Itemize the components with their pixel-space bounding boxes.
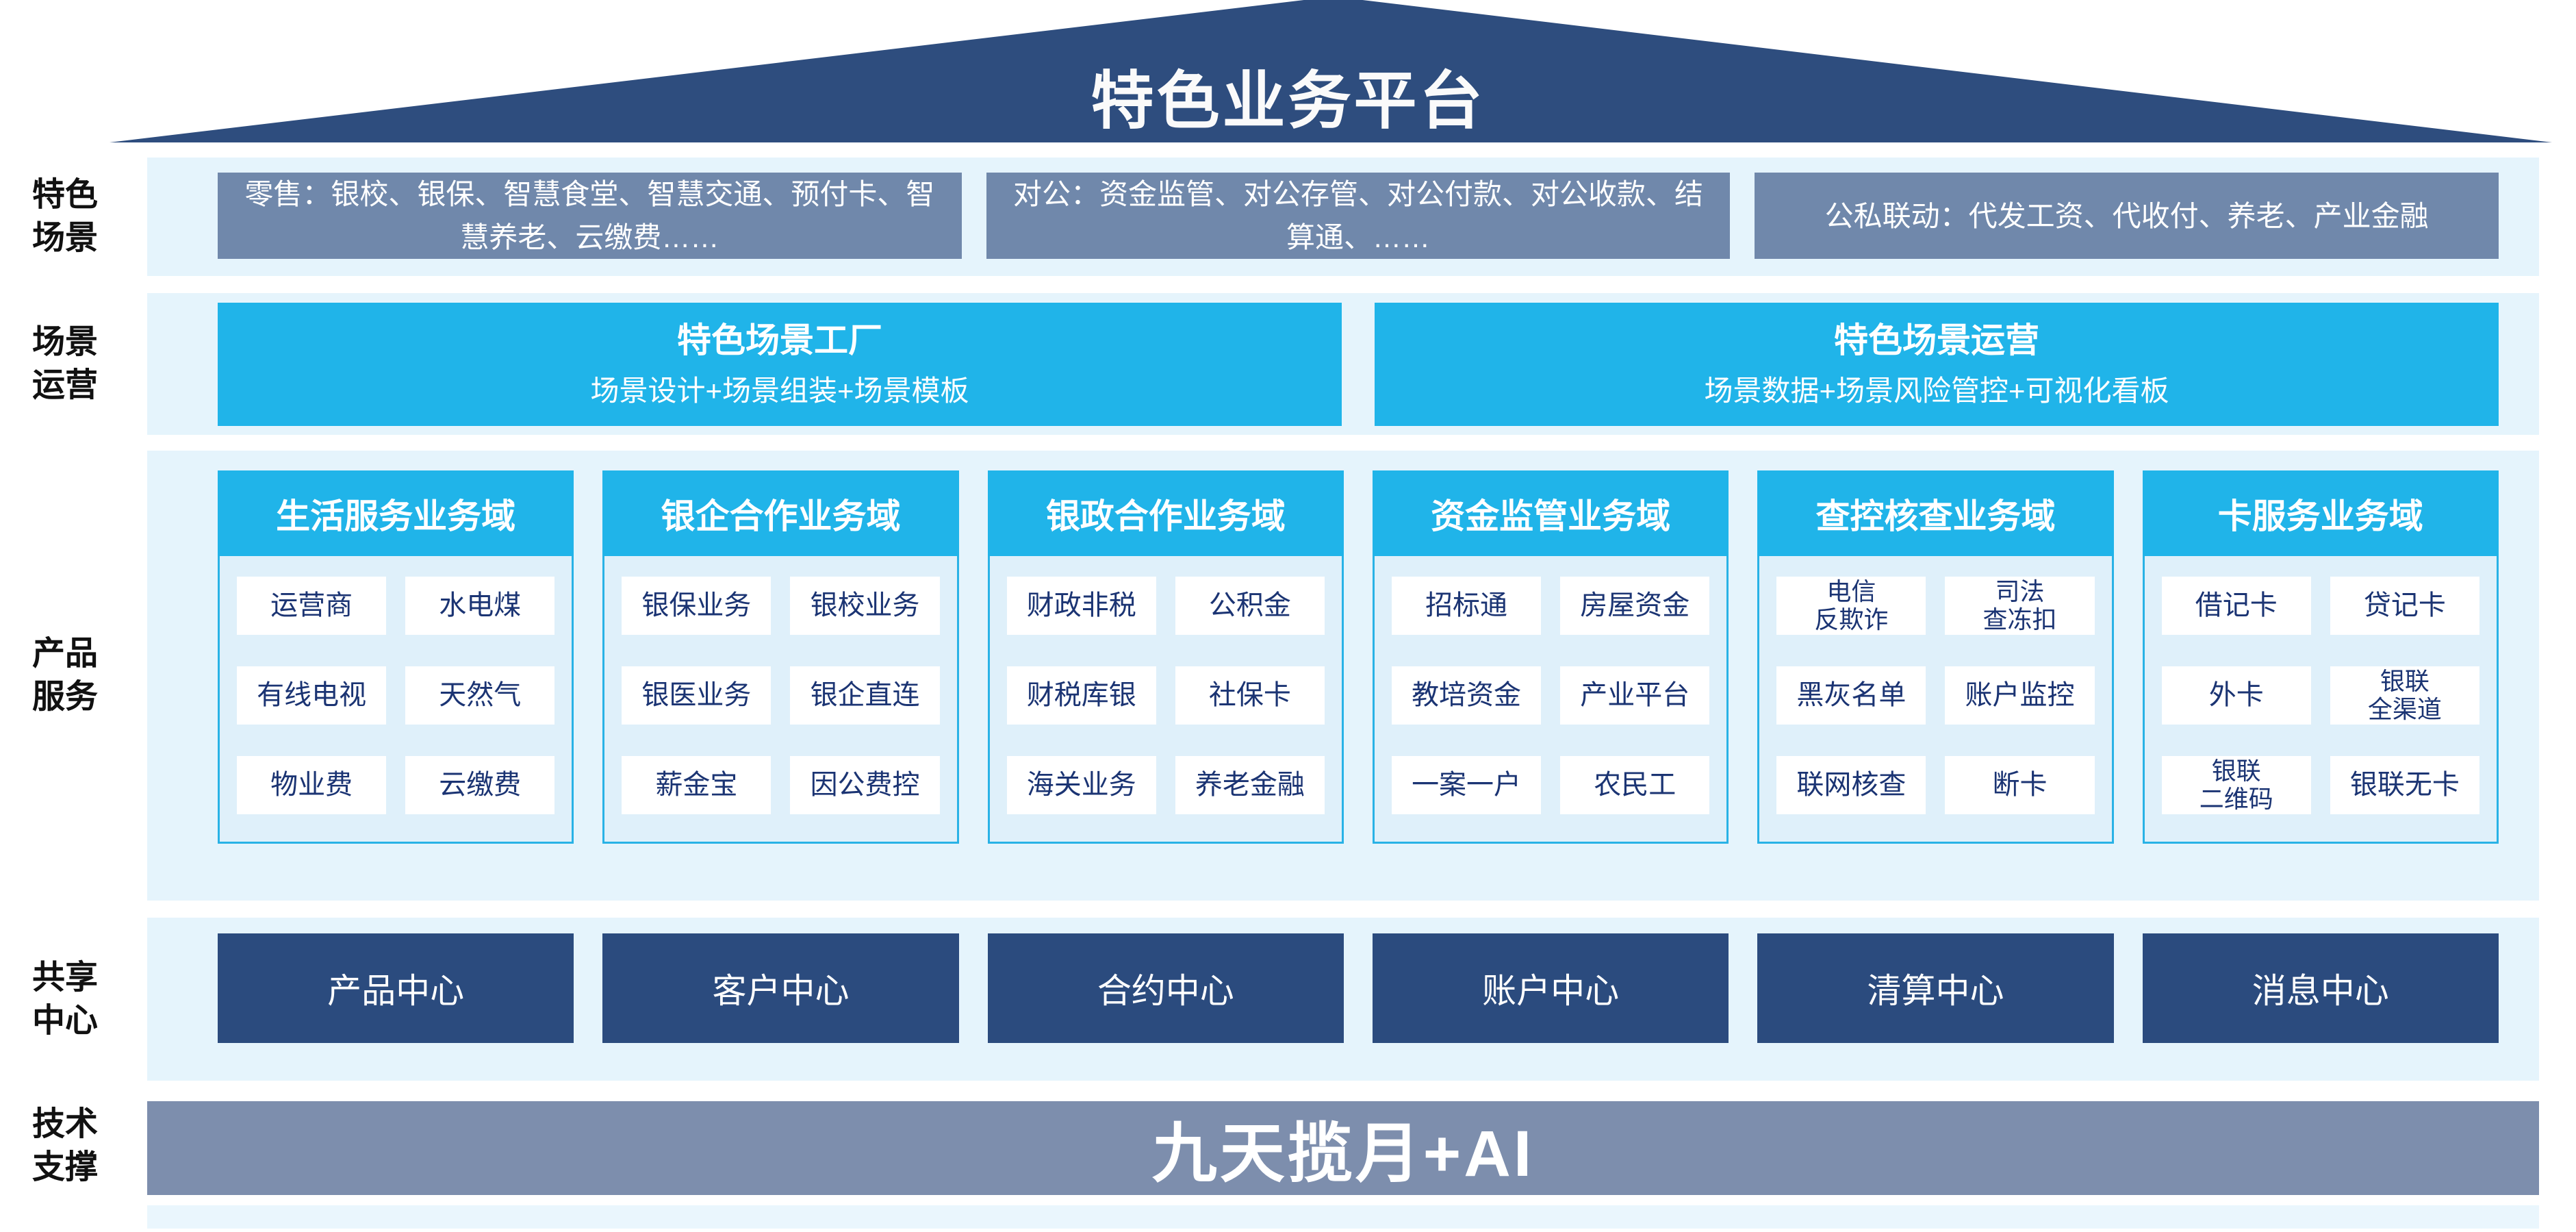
- product-item: 借记卡: [2161, 577, 2311, 635]
- product-item: 贷记卡: [2330, 577, 2479, 635]
- domain-header: 生活服务业务域: [218, 470, 574, 556]
- product-item: 电信 反欺诈: [1776, 577, 1926, 635]
- product-item: 银保业务: [622, 577, 771, 635]
- domain-body: 电信 反欺诈 司法 查冻扣 黑灰名单 账户监控 联网核查 断卡: [1757, 556, 2114, 844]
- domain-body: 招标通 房屋资金 教培资金 产业平台 一案一户 农民工: [1372, 556, 1729, 844]
- side-label-products: 产品 服务: [31, 636, 98, 716]
- domain-column-bank-government: 银政合作业务域 财政非税 公积金 财税库银 社保卡 海关业务 养老金融: [987, 470, 1344, 844]
- product-item: 因公费控: [790, 756, 940, 814]
- scenes-band: 零售：银校、银保、智慧食堂、智慧交通、预付卡、智慧养老、云缴费…… 对公：资金监…: [147, 158, 2539, 276]
- tech-support-bar: 九天揽月+AI: [147, 1101, 2539, 1195]
- domain-body: 运营商 水电煤 有线电视 天然气 物业费 云缴费: [218, 556, 574, 844]
- bottom-strip: [147, 1205, 2539, 1229]
- product-item: 房屋资金: [1560, 577, 1710, 635]
- center-box-product: 产品中心: [218, 933, 574, 1043]
- product-item: 断卡: [1945, 756, 2095, 814]
- product-item: 产业平台: [1560, 666, 1710, 725]
- product-item: 外卡: [2161, 666, 2311, 725]
- product-item: 账户监控: [1945, 666, 2095, 725]
- product-item: 有线电视: [237, 666, 387, 725]
- product-item: 社保卡: [1175, 666, 1325, 725]
- product-item: 司法 查冻扣: [1945, 577, 2095, 635]
- scene-box-corporate: 对公：资金监管、对公存管、对公付款、对公收款、结算通、……: [986, 173, 1731, 259]
- product-item: 运营商: [237, 577, 387, 635]
- center-box-customer: 客户中心: [602, 933, 959, 1043]
- product-item: 银联 全渠道: [2330, 666, 2479, 725]
- domain-header: 银政合作业务域: [987, 470, 1344, 556]
- products-band: 生活服务业务域 运营商 水电煤 有线电视 天然气 物业费 云缴费 银企合作业务域…: [147, 451, 2539, 901]
- product-item: 财政非税: [1006, 577, 1156, 635]
- side-label-operations: 场景 运营: [31, 324, 98, 404]
- product-item: 水电煤: [405, 577, 555, 635]
- operation-title: 特色场景运营: [1834, 321, 2039, 360]
- side-label-scenes: 特色 场景: [31, 177, 98, 257]
- product-item: 银校业务: [790, 577, 940, 635]
- domain-body: 财政非税 公积金 财税库银 社保卡 海关业务 养老金融: [987, 556, 1344, 844]
- scene-box-retail: 零售：银校、银保、智慧食堂、智慧交通、预付卡、智慧养老、云缴费……: [218, 173, 962, 259]
- domain-column-fund-supervision: 资金监管业务域 招标通 房屋资金 教培资金 产业平台 一案一户 农民工: [1372, 470, 1729, 844]
- operation-box-scene-operation: 特色场景运营 场景数据+场景风险管控+可视化看板: [1375, 303, 2499, 426]
- product-item: 银联 二维码: [2161, 756, 2311, 814]
- center-box-account: 账户中心: [1372, 933, 1729, 1043]
- product-item: 黑灰名单: [1776, 666, 1926, 725]
- product-item: 云缴费: [405, 756, 555, 814]
- product-item: 一案一户: [1391, 756, 1542, 814]
- domain-body: 银保业务 银校业务 银医业务 银企直连 薪金宝 因公费控: [602, 556, 959, 844]
- domain-body: 借记卡 贷记卡 外卡 银联 全渠道 银联 二维码 银联无卡: [2142, 556, 2499, 844]
- product-item: 物业费: [237, 756, 387, 814]
- center-box-clearing: 清算中心: [1757, 933, 2114, 1043]
- domain-column-bank-enterprise: 银企合作业务域 银保业务 银校业务 银医业务 银企直连 薪金宝 因公费控: [602, 470, 959, 844]
- product-item: 联网核查: [1776, 756, 1926, 814]
- product-item: 银医业务: [622, 666, 771, 725]
- domain-header: 卡服务业务域: [2142, 470, 2499, 556]
- domain-column-life-services: 生活服务业务域 运营商 水电煤 有线电视 天然气 物业费 云缴费: [218, 470, 574, 844]
- operation-title: 特色场景工厂: [677, 321, 882, 360]
- product-item: 教培资金: [1391, 666, 1542, 725]
- domain-header: 银企合作业务域: [602, 470, 959, 556]
- product-item: 天然气: [405, 666, 555, 725]
- domain-header: 资金监管业务域: [1372, 470, 1729, 556]
- product-item: 养老金融: [1175, 756, 1325, 814]
- domain-column-inquiry-control: 查控核查业务域 电信 反欺诈 司法 查冻扣 黑灰名单 账户监控 联网核查 断卡: [1757, 470, 2114, 844]
- scene-box-public-private: 公私联动：代发工资、代收付、养老、产业金融: [1755, 173, 2499, 259]
- center-box-message: 消息中心: [2142, 933, 2499, 1043]
- product-item: 薪金宝: [622, 756, 771, 814]
- product-item: 招标通: [1391, 577, 1542, 635]
- product-item: 银联无卡: [2330, 756, 2479, 814]
- side-label-tech-support: 技术 支撑: [31, 1106, 98, 1186]
- operation-subtitle: 场景数据+场景风险管控+可视化看板: [1704, 375, 2169, 407]
- product-item: 海关业务: [1006, 756, 1156, 814]
- domain-header: 查控核查业务域: [1757, 470, 2114, 556]
- product-item: 农民工: [1560, 756, 1710, 814]
- shared-centers-band: 产品中心 客户中心 合约中心 账户中心 清算中心 消息中心: [147, 918, 2539, 1081]
- side-label-shared-centers: 共享 中心: [31, 959, 98, 1040]
- center-box-contract: 合约中心: [987, 933, 1344, 1043]
- operation-box-scene-factory: 特色场景工厂 场景设计+场景组装+场景模板: [218, 303, 1342, 426]
- domain-column-card-services: 卡服务业务域 借记卡 贷记卡 外卡 银联 全渠道 银联 二维码 银联无卡: [2142, 470, 2499, 844]
- product-item: 公积金: [1175, 577, 1325, 635]
- product-item: 财税库银: [1006, 666, 1156, 725]
- product-item: 银企直连: [790, 666, 940, 725]
- operations-band: 特色场景工厂 场景设计+场景组装+场景模板 特色场景运营 场景数据+场景风险管控…: [147, 293, 2539, 435]
- platform-title: 特色业务平台: [1091, 66, 1485, 136]
- operation-subtitle: 场景设计+场景组装+场景模板: [590, 375, 969, 407]
